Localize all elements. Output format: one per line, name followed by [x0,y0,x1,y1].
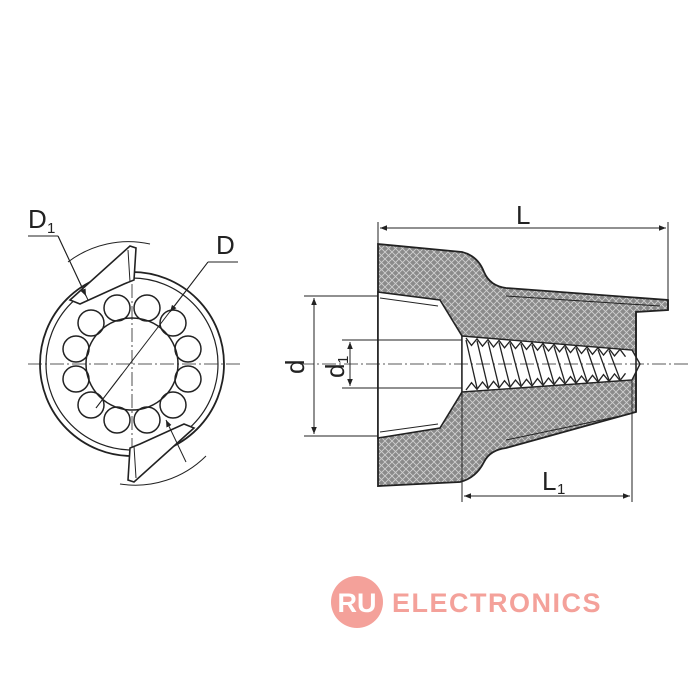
spring-bump [133,406,161,434]
wing-tab-bottom [127,423,196,483]
spring-bump [62,335,90,363]
spring-bump [103,294,131,322]
d1-dimension-arc [67,241,151,263]
spring-inner-ring [85,317,179,411]
spring-bump [103,406,131,434]
side-section-view [300,243,690,487]
thread-coil [586,348,599,381]
spring-bump [77,391,105,419]
thread-coil [542,345,555,384]
spring-coil-ring [62,294,202,434]
thread-coil [564,347,577,383]
dimensions [304,222,669,502]
label-d1: D [28,204,47,234]
watermark-text: ELECTRONICS [392,588,602,618]
spring-bump [174,365,202,393]
spring-bump [62,365,90,393]
thread-profile [465,372,627,391]
wing-tab-top [68,245,137,305]
spring-bump [159,309,187,337]
thread-coil [597,349,610,381]
d1-dimension-arc-bottom [119,455,207,486]
watermark-badge [331,576,383,628]
spring-bump [77,309,105,337]
spring-bump [159,391,187,419]
watermark-logo: RU ELECTRONICS [331,576,602,628]
label-l1-sub: 1 [557,481,565,498]
thread-coil [553,346,566,383]
watermark-badge-text: RU [338,588,377,618]
end-view [28,235,240,486]
label-l: L [516,200,530,230]
spring-bump [174,335,202,363]
label-d-small: d [280,360,310,374]
spring-bump [133,294,161,322]
label-d1-sub: 1 [47,220,55,237]
thread-coil [575,347,588,382]
thread-coil [608,350,621,380]
thread-profile [465,337,627,358]
label-d: D [216,230,235,260]
label-l1: L [542,466,556,496]
label-d1-small: d [320,364,350,378]
label-d1-small-sub: 1 [335,356,352,364]
